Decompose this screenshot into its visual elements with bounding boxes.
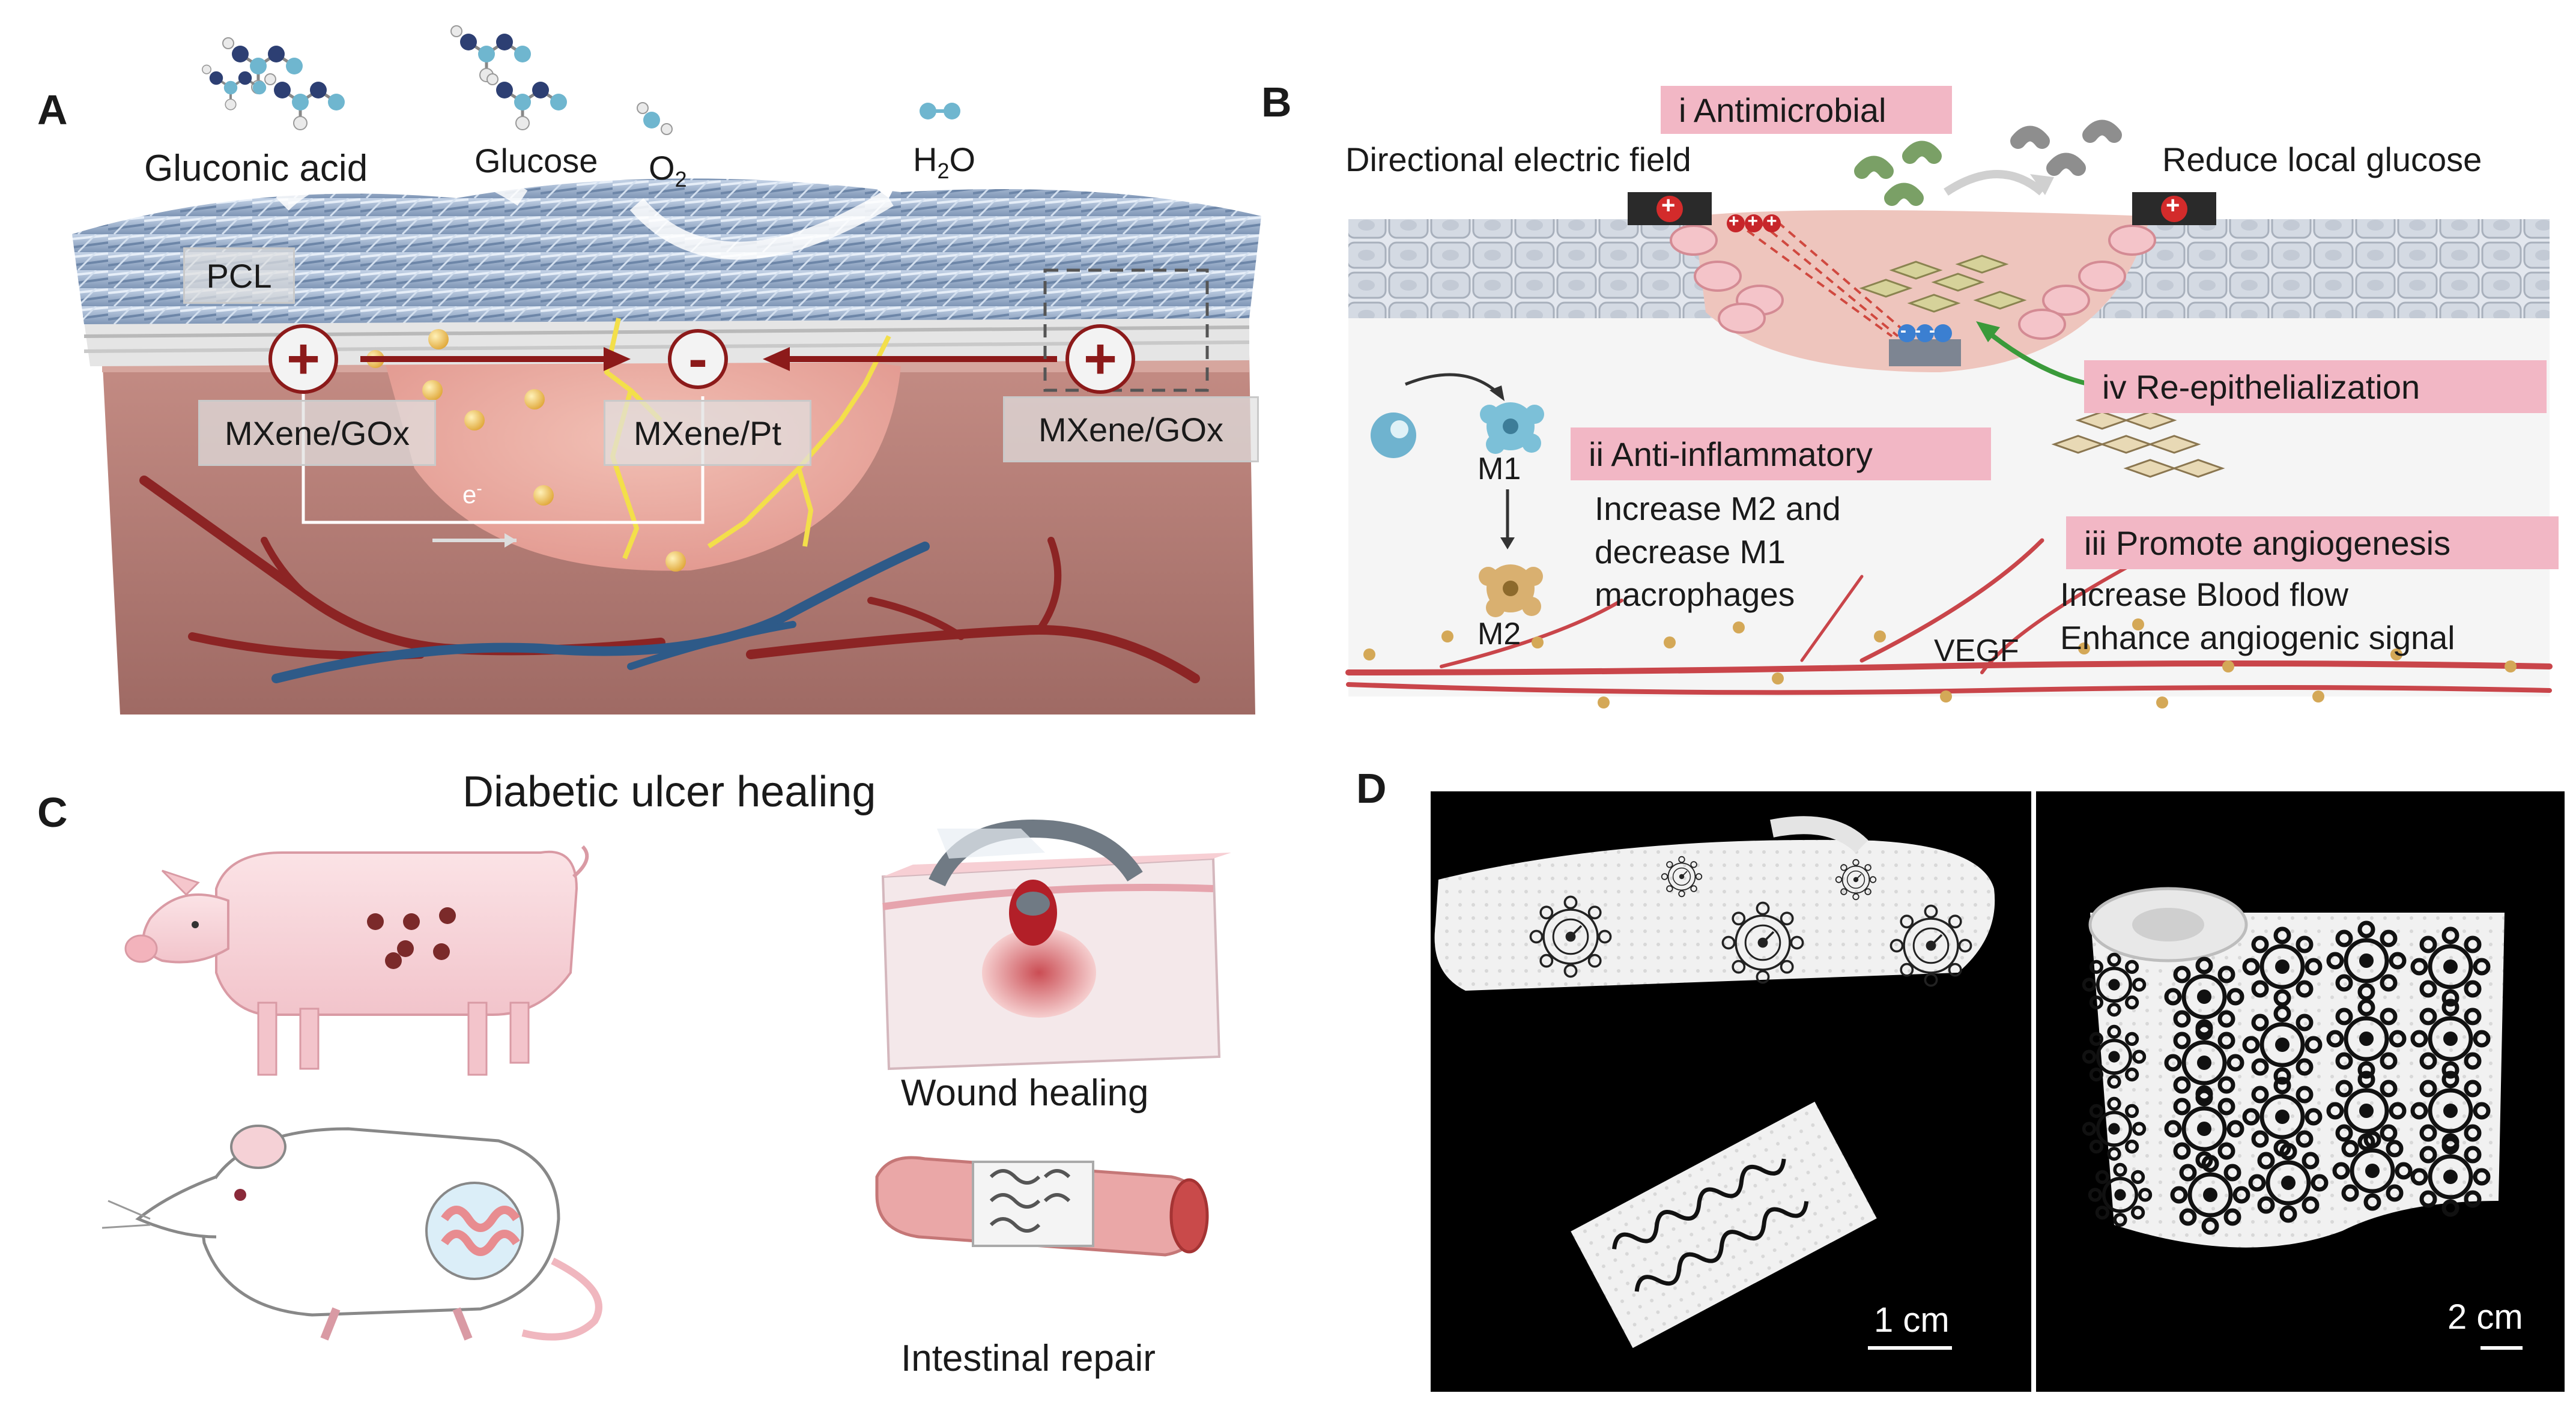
anode-right-badge: + [1065,324,1135,394]
wound-healing-label: Wound healing [901,1072,1149,1114]
mouse-illustration [102,1125,602,1341]
panel-label-b: B [1261,79,1292,125]
vegf-label: VEGF [1934,633,2019,668]
negative-charges: --- [1900,321,1944,340]
scale-label-1cm: 1 cm [1874,1301,1950,1340]
panel-d-artwork [1431,791,2565,1392]
antimicrobial-box: i Antimicrobial [1661,86,1952,134]
m1-label: M1 [1477,452,1521,486]
angiogenesis-box: iii Promote angiogenesis [2066,516,2559,569]
intestine-illustration [875,1156,1209,1257]
water-label: H2O [913,140,976,184]
oxygen-label: O2 [649,149,687,192]
panel-c-title: Diabetic ulcer healing [462,768,876,816]
gluconic-acid-label: Gluconic acid [144,148,368,189]
vegf-dots [1363,618,2517,708]
panel-label-c: C [37,789,68,836]
bacteria [1854,119,2122,206]
serpentine-strip [1571,1101,1877,1349]
molecules [202,26,960,135]
wound-healing-illustration [881,819,1231,1071]
blood-vessels [139,476,1200,683]
anti-inflammatory-box: ii Anti-inflammatory [1571,428,1991,480]
electron-label: e- [462,479,482,509]
m2-label: M2 [1477,617,1521,651]
directional-field-label: Directional electric field [1345,140,1691,178]
electrode-right-plus: + [2166,192,2180,219]
pig-illustration [124,845,589,1076]
positive-charges: +++ [1729,211,1786,231]
intestinal-repair-label: Intestinal repair [901,1338,1156,1379]
mxene-gox-left-label: MXene/GOx [198,400,436,466]
mxene-pt-label: MXene/Pt [604,400,811,466]
panel-c-artwork [102,819,1231,1341]
panel-a-artwork [72,26,1261,715]
panel-label-a: A [37,86,68,133]
blood-flow-description: Increase Blood flow Enhance angiogenic s… [2060,576,2455,656]
gluconic-arrow [276,151,528,211]
anode-left-badge: + [268,324,338,394]
re-epithelialization-box: iv Re-epithelialization [2084,360,2547,413]
bandage-roll [2084,887,2505,1248]
glucose-label: Glucose [474,142,598,180]
vessels-b [1345,538,2553,695]
reduce-glucose-label: Reduce local glucose [2162,140,2482,178]
cathode-badge: - [668,329,728,389]
m2-description: Increase M2 and decrease M1 macrophages [1595,490,1841,613]
mxene-gox-right-label: MXene/GOx [1003,396,1259,462]
field-arrows [360,347,1057,371]
m2-macrophage [1479,564,1543,617]
scale-label-2cm: 2 cm [2447,1298,2523,1337]
oxygen-arrow [629,190,894,260]
pcl-label: PCL [183,247,295,304]
m1-macrophage [1480,402,1544,454]
electrode-center [1889,339,1961,366]
electrode-left-plus: + [1661,192,1676,219]
panel-label-d: D [1356,765,1387,812]
pcl-fiber-mat [72,178,1261,324]
panel-b-artwork [1345,119,2553,708]
